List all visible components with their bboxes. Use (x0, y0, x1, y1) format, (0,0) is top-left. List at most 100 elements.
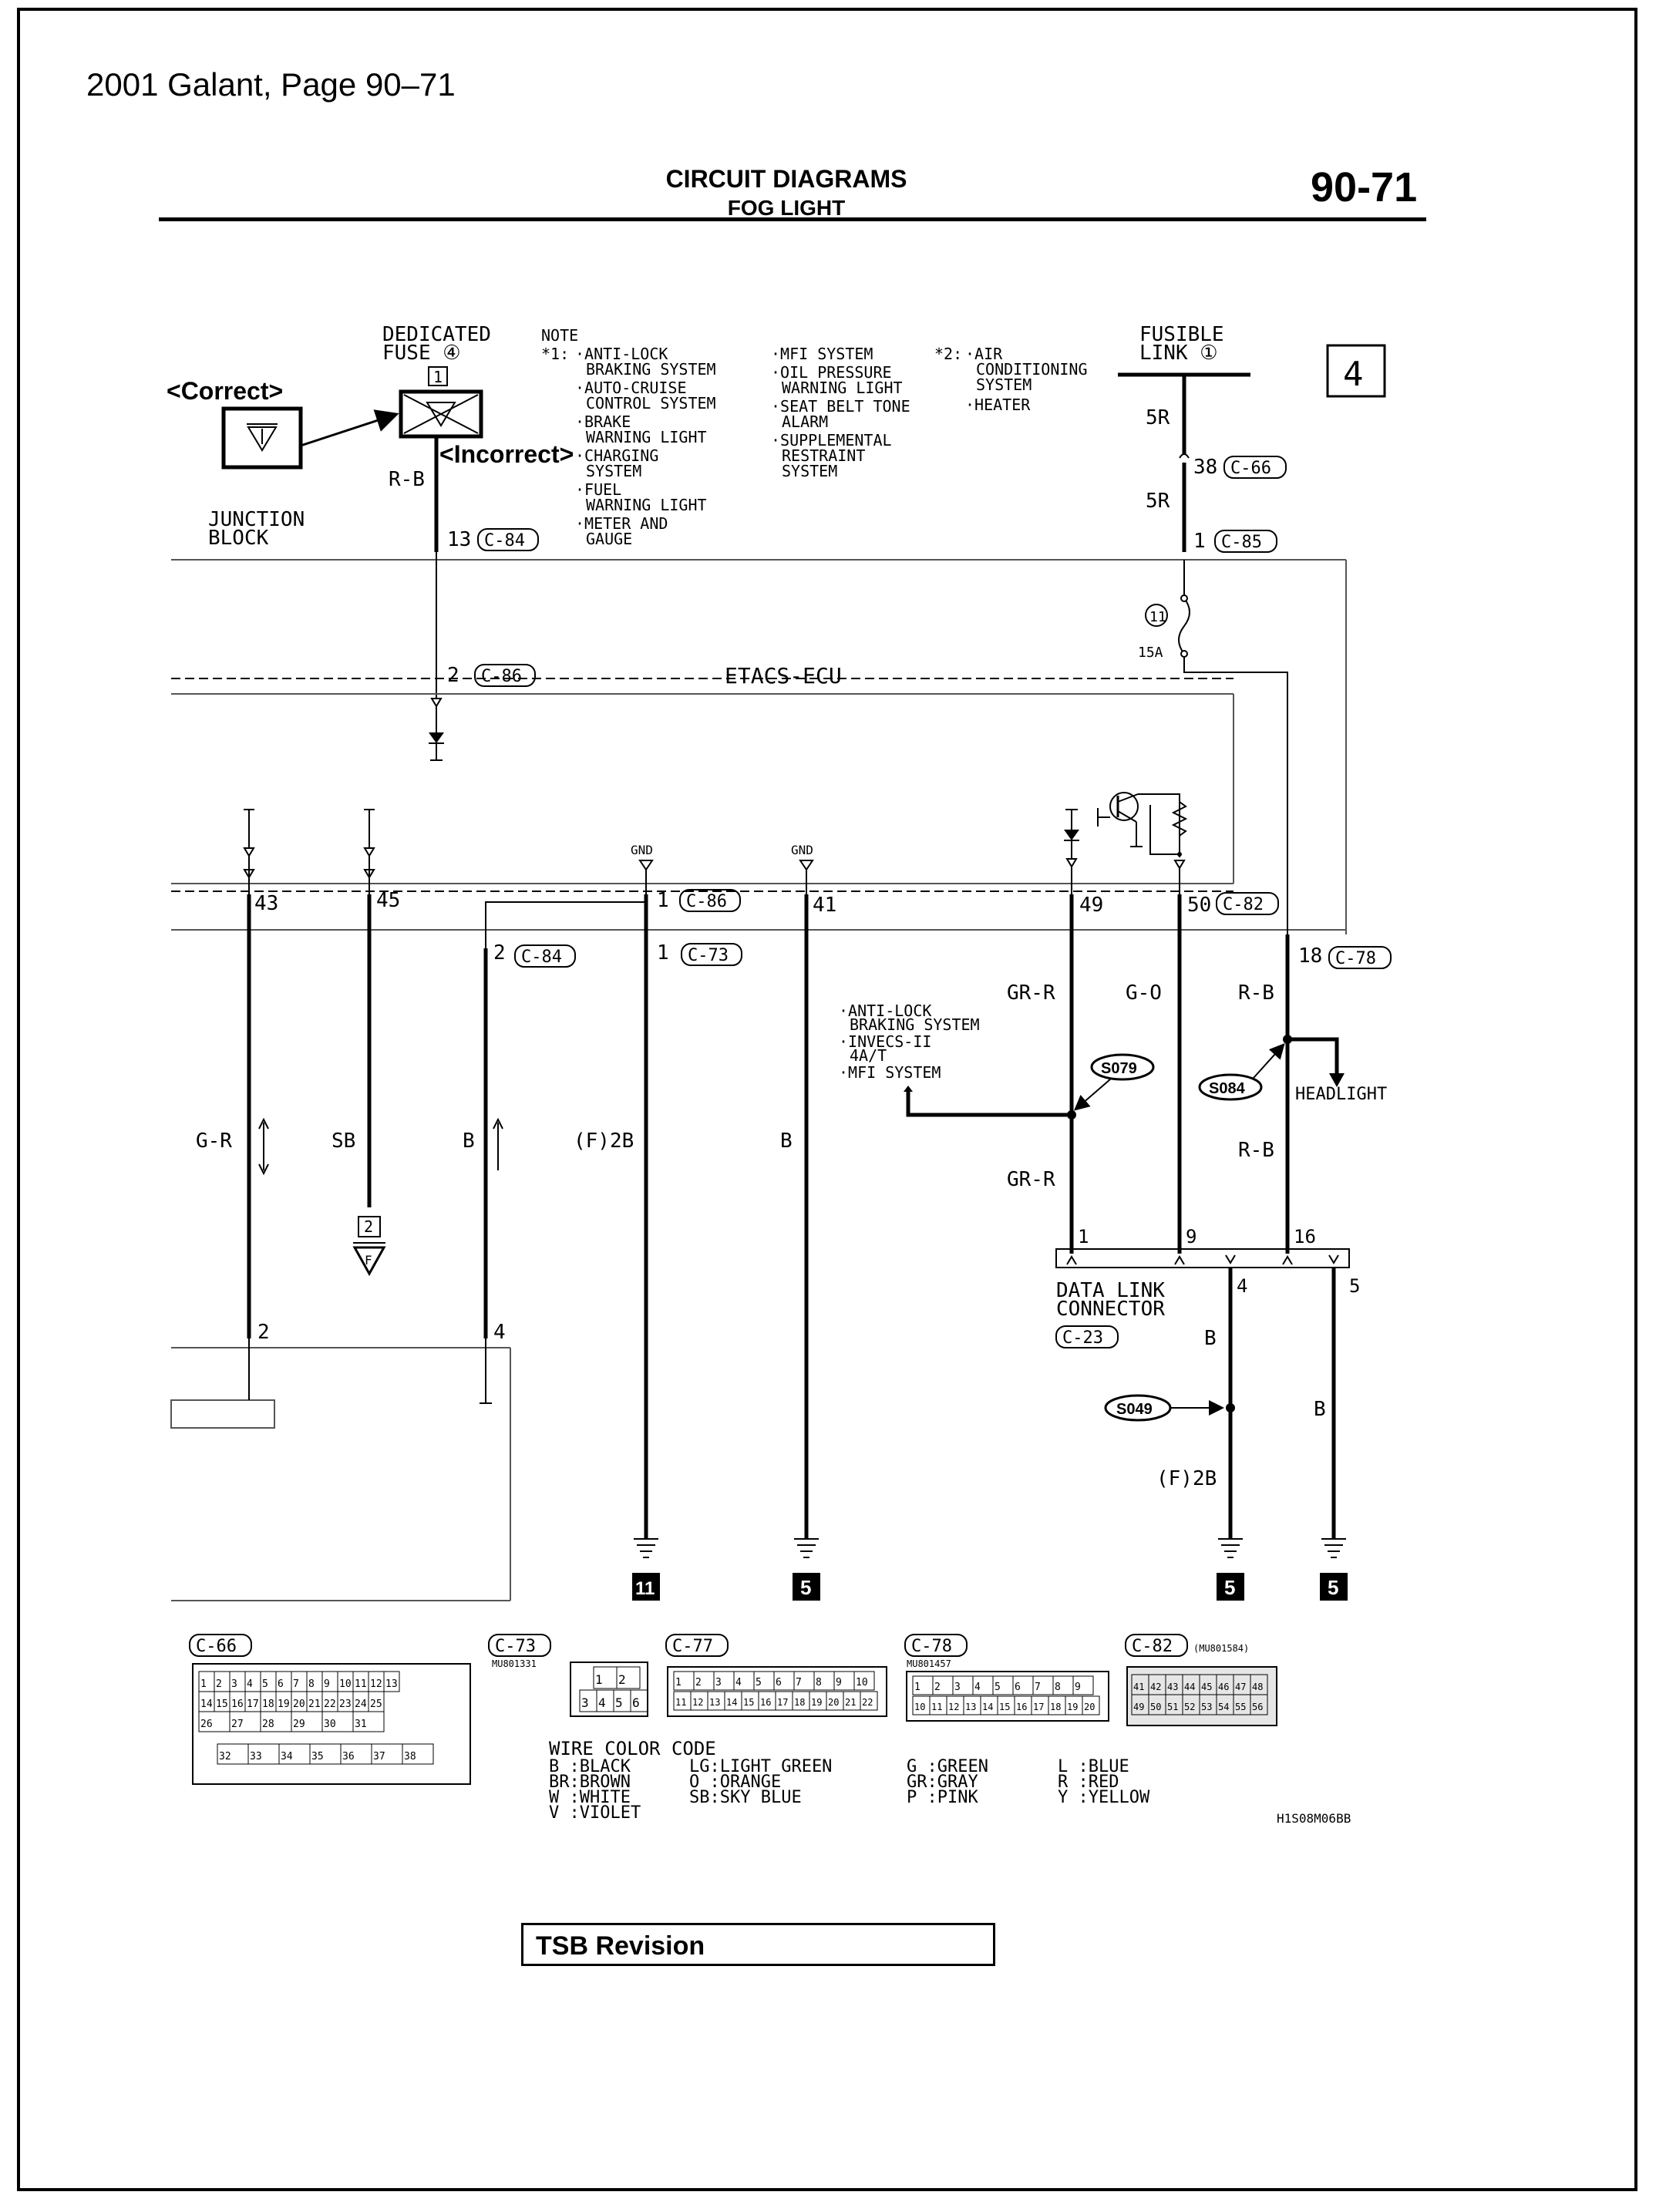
connector-pin-number: 3 (715, 1677, 722, 1688)
gnd-label-b: GND (791, 843, 813, 857)
pin-49: 49 (1079, 894, 1103, 917)
connector-pin-number: 2 (618, 1672, 626, 1687)
dedicated-fuse-label-2: FUSE ④ (382, 342, 461, 365)
connector-pin-number: 10 (914, 1702, 925, 1712)
connector-pin-number: 2 (934, 1682, 941, 1693)
svg-text:·MFI SYSTEM: ·MFI SYSTEM (839, 1063, 941, 1082)
input-terminal-45-icon (363, 809, 375, 894)
connector-pin-number: 30 (324, 1719, 336, 1730)
connector-pin-number: 8 (308, 1678, 315, 1690)
fusible-link-label-2: LINK ① (1139, 342, 1218, 365)
connector-pin-number: 45 (1201, 1682, 1212, 1692)
svg-text:R :RED: R :RED (1058, 1773, 1119, 1792)
wire-label-b-3: B (1204, 1327, 1217, 1350)
connector-c73-tag (681, 943, 742, 966)
pin-1-c73: 1 (657, 941, 669, 965)
pin-2-c84: 2 (493, 941, 506, 965)
header-rule (159, 217, 1426, 221)
connector-pin-number: 1 (595, 1672, 603, 1687)
connector-pin-number: 19 (278, 1699, 290, 1710)
connector-c86-tag-b (679, 889, 741, 912)
connector-pin-number: 31 (355, 1719, 367, 1730)
mfi-note: ·ANTI-LOCK BRAKING SYSTEM ·INVECS-II 4A/… (839, 1002, 980, 1082)
pin-45: 45 (376, 889, 400, 912)
connector-pin-cell (1082, 1695, 1100, 1715)
wire-label-r-b-b: R-B (1238, 1139, 1274, 1162)
pin-13: 13 (447, 528, 471, 551)
connector-pin-number: 36 (342, 1751, 355, 1763)
wire-label-b-4: B (1314, 1398, 1326, 1421)
ground-5b-badge (1217, 1573, 1244, 1601)
fuse-11-symbol (1178, 598, 1190, 655)
connector-pin-number: 19 (811, 1697, 822, 1708)
c86-label-b: C-86 (686, 892, 727, 911)
connector-pin-number: 4 (735, 1677, 742, 1688)
connector-pin-number: 35 (311, 1751, 324, 1763)
ground-11: 11 (635, 1578, 655, 1599)
connector-pin-number: 14 (200, 1699, 213, 1710)
wire-label-g-o: G-O (1126, 981, 1162, 1005)
connector-pin-number: 25 (370, 1699, 382, 1710)
pin-38: 38 (1193, 456, 1217, 479)
connector-pin-number: 22 (324, 1699, 336, 1710)
diode-icon (429, 698, 444, 761)
connector-pin-number: 17 (777, 1697, 788, 1708)
connector-pin-number: 26 (200, 1719, 213, 1730)
connector-c73-face-label: C-73 (495, 1637, 536, 1656)
connector-pin-number: 13 (709, 1697, 720, 1708)
connector-pin-number: 2 (216, 1678, 222, 1690)
connector-pin-number: 47 (1235, 1682, 1246, 1692)
transistor-icon (1097, 792, 1188, 894)
connector-pin-number: 37 (373, 1751, 385, 1763)
splice-s084-tag (1198, 1073, 1263, 1101)
connector-pin-number: 24 (355, 1699, 367, 1710)
connector-pin-number: 10 (339, 1678, 352, 1690)
svg-text:WARNING LIGHT: WARNING LIGHT (586, 496, 707, 514)
connector-c73-face-tag (488, 1634, 551, 1657)
fuse-pin-number: 1 (433, 368, 443, 386)
connector-pin-number: 8 (1055, 1682, 1061, 1693)
connector-pin-number: 5 (615, 1695, 623, 1710)
connector-pin-number: 17 (1033, 1702, 1044, 1712)
output-diode-49-icon (1064, 809, 1079, 894)
connector-pin-number: 2 (695, 1677, 702, 1688)
wire-label-b-2: B (780, 1130, 793, 1153)
connector-pin-cell (352, 1711, 385, 1732)
svg-text:V :VIOLET: V :VIOLET (549, 1803, 641, 1823)
page-frame (17, 8, 1637, 2191)
connector-pin-number: 14 (726, 1697, 737, 1708)
fusible-link-label: FUSIBLE (1139, 323, 1224, 346)
c73-label: C-73 (688, 946, 729, 965)
connector-c85-tag (1214, 530, 1277, 553)
connector-c73-part: MU801331 (492, 1658, 537, 1669)
svg-text:·ANTI-LOCK: ·ANTI-LOCK (839, 1002, 931, 1020)
etacs-ecu-label: ETACS-ECU (725, 663, 842, 689)
svg-text:·INVECS-II: ·INVECS-II (839, 1032, 931, 1051)
connector-f-icon (352, 1246, 386, 1277)
wire-color-code-title: WIRE COLOR CODE (549, 1738, 716, 1759)
connector-pin-cell (1250, 1694, 1268, 1715)
connector-pin-number: 50 (1150, 1702, 1161, 1712)
connector-pin-number: 6 (278, 1678, 284, 1690)
svg-text:SYSTEM: SYSTEM (976, 375, 1032, 394)
connector-pin-number: 54 (1218, 1702, 1229, 1712)
connector-pin-number: 41 (1133, 1682, 1144, 1692)
wire-label-f2b-a: (F)2B (574, 1130, 634, 1153)
fuse-15a: 15A (1138, 645, 1163, 661)
connector-pin-number: 5 (995, 1682, 1001, 1693)
connector-pin-number: 6 (776, 1677, 782, 1688)
note-column-2: ·MFI SYSTEM ·OIL PRESSURE WARNING LIGHT … (771, 345, 910, 480)
section-number-box (1326, 344, 1386, 398)
ground-5a: 5 (800, 1576, 811, 1599)
headlight-label: HEADLIGHT (1295, 1085, 1387, 1104)
connector-pin-number: 3 (581, 1695, 589, 1710)
svg-text:CONDITIONING: CONDITIONING (976, 360, 1088, 379)
connector-pin-number: 20 (828, 1697, 839, 1708)
connector-pin-cell (853, 1671, 875, 1691)
connector-pin-number: 16 (1016, 1702, 1027, 1712)
correct-arrow (300, 409, 399, 447)
connector-pin-number: 4 (247, 1678, 253, 1690)
up-arrow-icon (493, 1117, 503, 1170)
dlc-pin-1: 1 (1078, 1226, 1089, 1247)
c85-label: C-85 (1221, 533, 1262, 552)
